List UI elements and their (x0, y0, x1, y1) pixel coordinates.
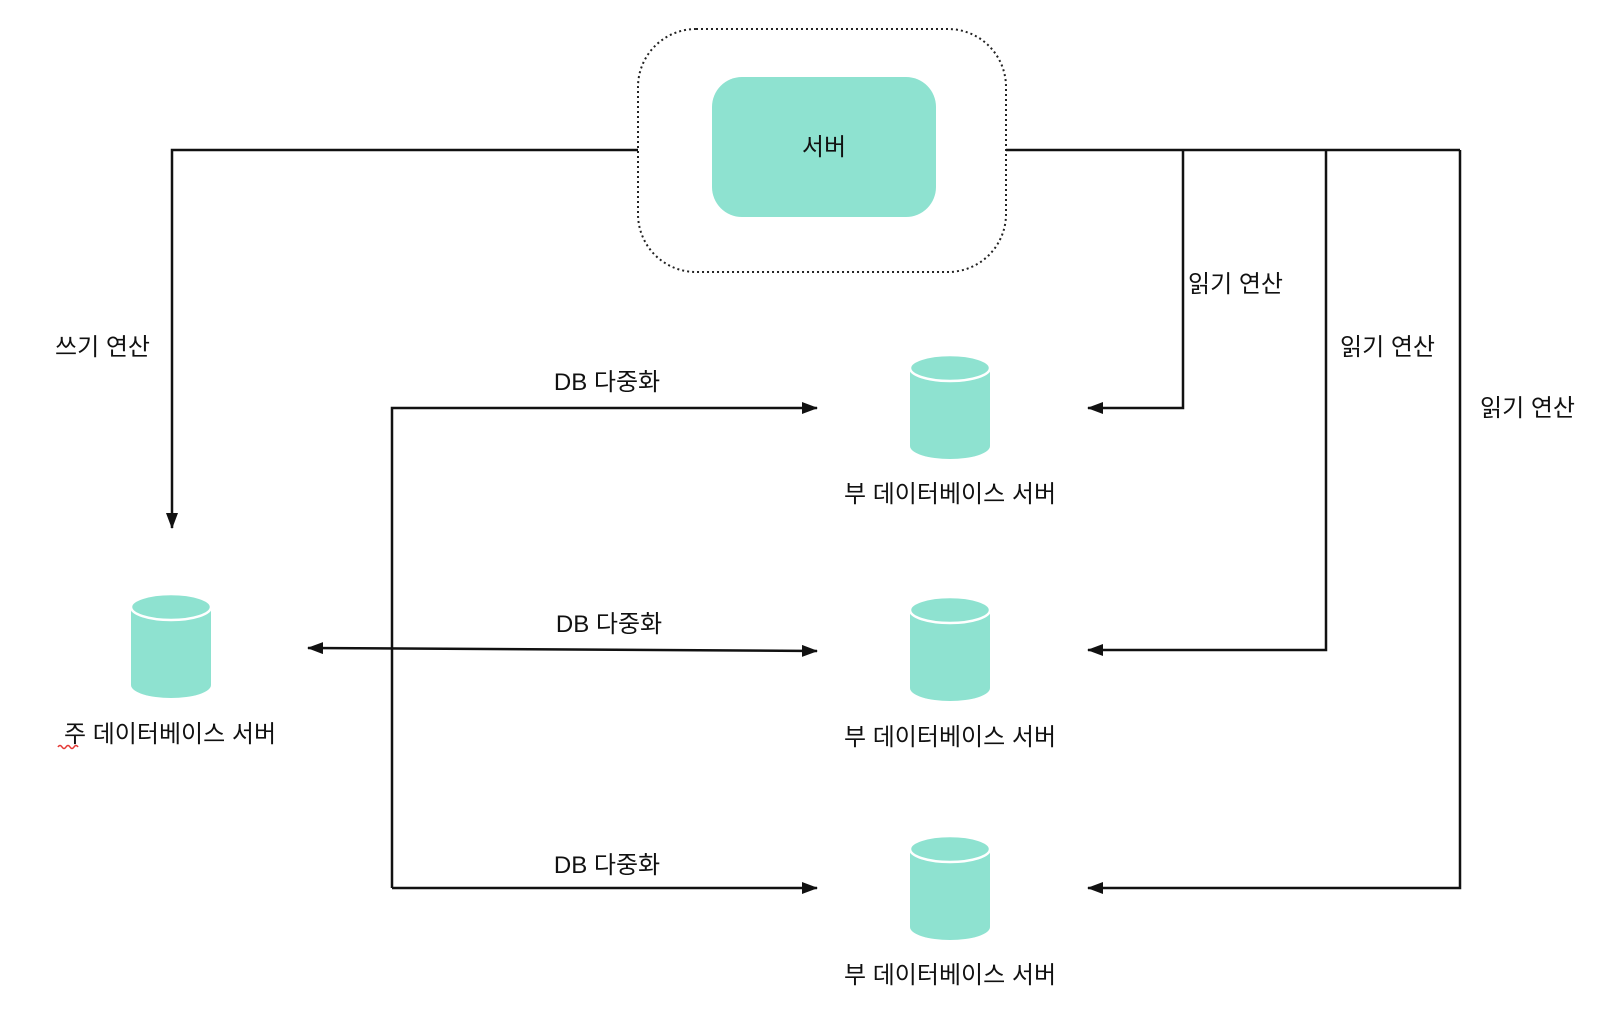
database-cylinder-icon (908, 353, 992, 459)
replica-db-label-2: 부 데이터베이스 서버 (844, 724, 1056, 751)
primary-db-label: 주 데이터베이스 서버 (64, 721, 276, 748)
database-cylinder-icon (908, 834, 992, 940)
replica-db-label-3: 부 데이터베이스 서버 (844, 962, 1056, 989)
read-edge-1-path (1087, 150, 1185, 414)
replica-db-node-1: 부 데이터베이스 서버 (844, 353, 1056, 508)
read-edge-3-path (1087, 150, 1462, 894)
server-label: 서버 (802, 134, 846, 161)
server-node: 서버 (637, 28, 1007, 273)
read-edge-label-3: 읽기 연산 (1480, 395, 1575, 422)
database-cylinder-icon (129, 592, 213, 698)
primary-db-node: 주 데이터베이스 서버 (57, 592, 276, 750)
replica-db-node-3: 부 데이터베이스 서버 (844, 834, 1056, 989)
spellcheck-squiggle (57, 744, 79, 750)
write-edge-label: 쓰기 연산 (55, 334, 150, 361)
replication-edge-2 (307, 642, 818, 657)
write-edge (166, 148, 638, 529)
replica-db-node-2: 부 데이터베이스 서버 (844, 595, 1056, 751)
replication-edge-label-1: DB 다중화 (554, 369, 660, 396)
read-edge-label-2: 읽기 연산 (1340, 334, 1435, 361)
database-cylinder-icon (908, 595, 992, 701)
replication-edge-1 (390, 402, 818, 888)
replication-edge-label-2: DB 다중화 (556, 611, 662, 638)
read-edge-label-1: 읽기 연산 (1188, 271, 1283, 298)
read-edge-2-path (1087, 150, 1328, 656)
server-box (712, 77, 936, 217)
replication-edge-label-3: DB 다중화 (554, 852, 660, 879)
replica-db-label-1: 부 데이터베이스 서버 (844, 481, 1056, 508)
